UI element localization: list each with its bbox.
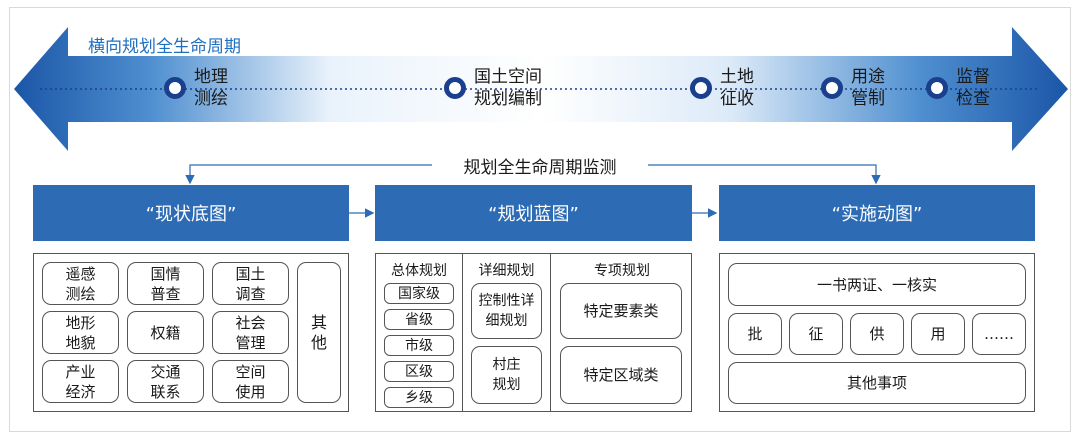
master-plan-header: 总体规划 [391,263,447,279]
monitor-label: 规划全生命周期监测 [463,158,617,178]
status-item: 空间 使用 [212,360,289,403]
implementation-action: 批 [728,313,782,355]
stage-label: 土地征收 [720,67,754,109]
special-item: 特定区域类 [560,346,682,404]
status-item: 国情 普查 [127,262,204,305]
status-item: 社会 管理 [212,311,289,354]
master-level: 省级 [384,309,454,330]
stage-label: 地理测绘 [194,67,228,109]
stage-node-icon [690,77,712,99]
stage-node-icon [821,77,843,99]
stage-survey: 地理测绘 [164,66,228,110]
status-item: 交通 联系 [127,360,204,403]
status-item: 产业 经济 [42,360,119,403]
stage-node-icon [164,77,186,99]
stage-use-control: 用途管制 [821,66,885,110]
status-item: 地形 地貌 [42,311,119,354]
special-item: 特定要素类 [560,283,682,339]
master-level: 市级 [384,335,454,356]
stage-label: 国土空间规划编制 [474,67,542,109]
stage-supervision: 监督检查 [926,66,990,110]
blueprint-box: “规划蓝图” [375,185,692,241]
detail-item: 控制性详 细规划 [471,283,542,339]
special-plan-header: 专项规划 [594,263,650,279]
blueprint-panel: 总体规划 国家级 省级 市级 区级 乡级 详细规划 控制性详 细规划 村庄 规划… [375,253,692,412]
stage-acquisition: 土地征收 [690,66,754,110]
status-item: 权籍 [127,311,204,354]
stage-planning: 国土空间规划编制 [444,66,542,110]
implementation-bottom: 其他事项 [728,362,1026,404]
diagram-frame [9,7,1071,432]
status-item: 国土 调查 [212,262,289,305]
master-level: 区级 [384,361,454,382]
implementation-action: 供 [850,313,904,355]
status-item-other: 其 他 [297,262,341,403]
stage-label: 监督检查 [956,67,990,109]
status-item: 遥感 测绘 [42,262,119,305]
monitor-connector-left [185,164,432,185]
stage-label: 用途管制 [851,67,885,109]
status-map-box: “现状底图” [33,185,349,241]
implementation-action: 用 [911,313,965,355]
stage-node-icon [926,77,948,99]
implementation-panel: 一书两证、一核实 批 征 供 用 …… 其他事项 [719,253,1035,412]
status-map-panel: 遥感 测绘 国情 普查 国土 调查 地形 地貌 权籍 社会 管理 产业 经济 交… [33,253,349,412]
master-level: 乡级 [384,387,454,408]
master-level: 国家级 [384,283,454,304]
implementation-top: 一书两证、一核实 [728,263,1026,306]
monitor-connector-right [648,164,881,185]
lifecycle-title: 横向规划全生命周期 [88,37,241,57]
blueprint-divider [550,254,551,411]
detail-item: 村庄 规划 [471,346,542,404]
blueprint-divider [462,254,463,411]
stage-node-icon [444,77,466,99]
detail-plan-header: 详细规划 [478,263,535,279]
implementation-action: 征 [789,313,843,355]
implementation-box: “实施动图” [719,185,1035,241]
implementation-action: …… [972,313,1026,355]
